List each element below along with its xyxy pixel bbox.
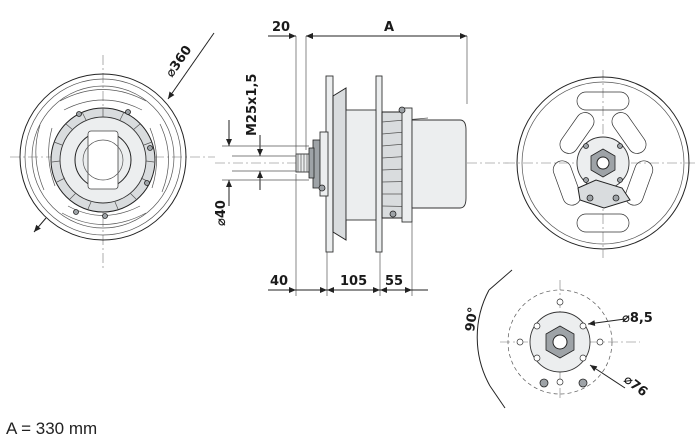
bottom-detail-view: [476, 269, 640, 409]
dim-55: 55: [385, 274, 403, 289]
hub-fins: [51, 108, 155, 210]
dim-dia-8-5: ⌀8,5: [622, 311, 653, 326]
dim-dia-360: ⌀360: [163, 43, 195, 80]
dimension-caption: A = 330 mm: [6, 419, 97, 438]
dim-20: 20: [272, 20, 290, 35]
center-side-view: [215, 33, 505, 296]
dim-40-bottom: 40: [270, 274, 288, 289]
dim-A: A: [384, 20, 394, 35]
dim-m25: M25x1,5: [245, 74, 260, 136]
right-rear-view: [505, 70, 695, 258]
dim-105: 105: [340, 274, 367, 289]
dim-90-deg: 90°: [463, 306, 481, 332]
left-front-view: [10, 32, 215, 270]
dim-dia-40: ⌀40: [214, 200, 229, 226]
dim-dia-76: ⌀76: [621, 372, 651, 400]
